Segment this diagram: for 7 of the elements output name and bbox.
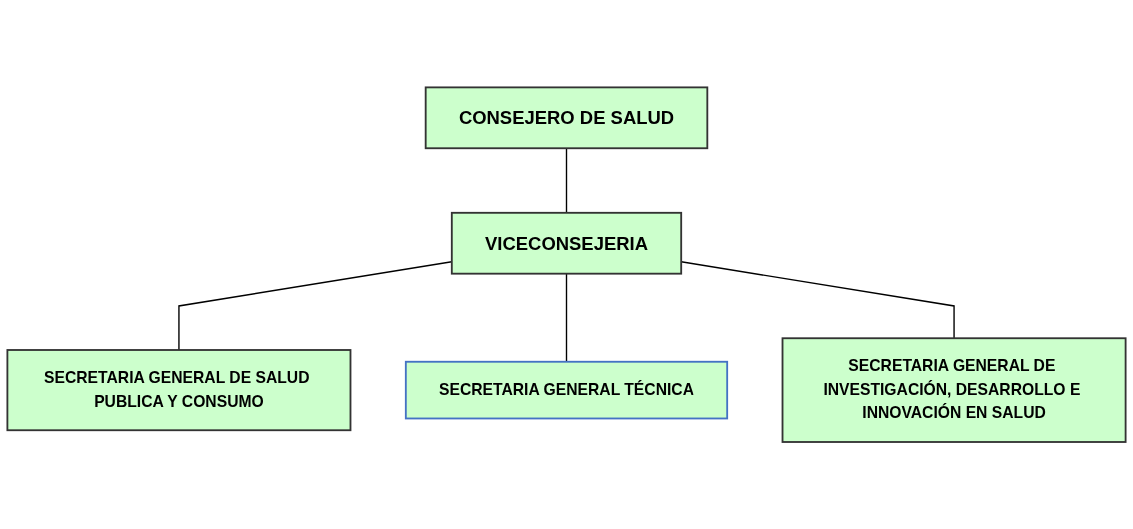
node-box: VICECONSEJERIA [450,211,683,275]
node-box: SECRETARIA GENERAL DE INVESTIGACIÓN, DESARROLLO E INNOVACIÓN EN SALUD [781,337,1127,443]
node-box: SECRETARIA GENERAL TÉCNICA [404,360,729,420]
node-box: SECRETARIA GENERAL DE SALUD PUBLICA Y CONSUMO [6,348,352,431]
connector [565,147,568,214]
connector [565,272,568,363]
node-box: CONSEJERO DE SALUD [424,86,709,149]
